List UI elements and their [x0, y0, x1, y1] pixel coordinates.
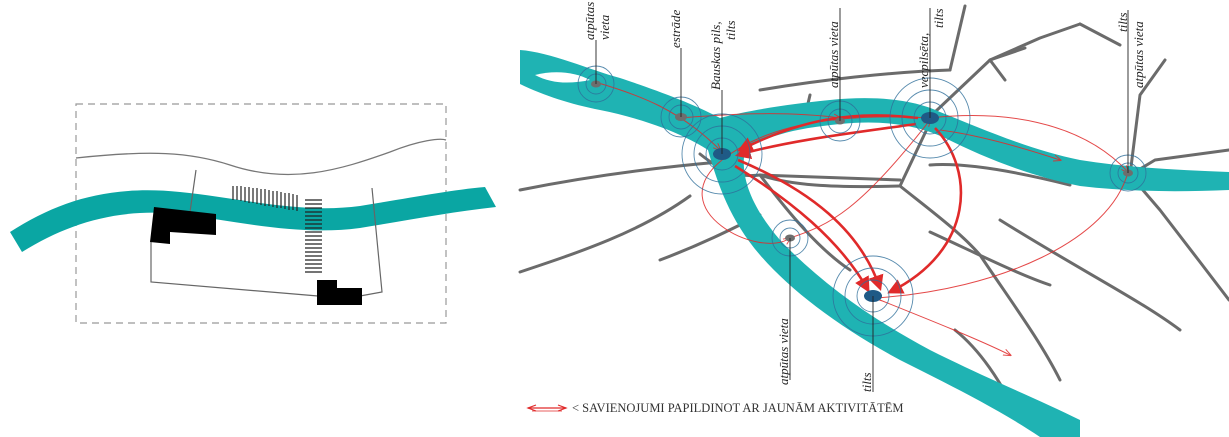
site-path-lines: [150, 169, 383, 297]
right-map: atpūtas vieta estrāde Bauskas pils, tilt…: [518, 2, 1229, 437]
label-tilts-3b: atpūtas vieta: [1131, 21, 1146, 88]
left-site-plan: [10, 103, 496, 324]
river: [520, 50, 1229, 437]
label-atputas-2: atpūtas vieta: [826, 21, 841, 88]
label-vecpilseta-b: tilts: [931, 8, 946, 28]
roads: [518, 4, 1229, 422]
label-tilts-3a: tilts: [1115, 12, 1130, 32]
building-left: [150, 207, 216, 244]
river-island: [535, 72, 590, 83]
main-connections: [734, 114, 963, 294]
left-river: [10, 187, 496, 252]
label-atputas-1b: vieta: [597, 14, 612, 40]
label-bauskas-pils-b: tilts: [723, 20, 738, 40]
building-right: [317, 280, 362, 305]
label-vecpilseta-a: vecpilsēta,: [916, 33, 931, 88]
label-tilts-4: tilts: [859, 372, 874, 392]
hatch-bridge: [232, 186, 322, 273]
red-double-arrow-icon: [526, 404, 568, 412]
label-estrade: estrāde: [668, 10, 683, 49]
legend-label: < SAVIENOJUMI PAPILDINOT AR JAUNĀM AKTIV…: [572, 401, 904, 415]
label-atputas-4: atpūtas vieta: [776, 318, 791, 385]
legend: < SAVIENOJUMI PAPILDINOT AR JAUNĀM AKTIV…: [526, 401, 904, 415]
upper-road-line: [75, 138, 447, 176]
label-atputas-1a: atpūtas: [582, 2, 597, 40]
label-bauskas-pils-a: Bauskas pils,: [708, 21, 723, 90]
leader-lines: [595, 8, 1129, 392]
